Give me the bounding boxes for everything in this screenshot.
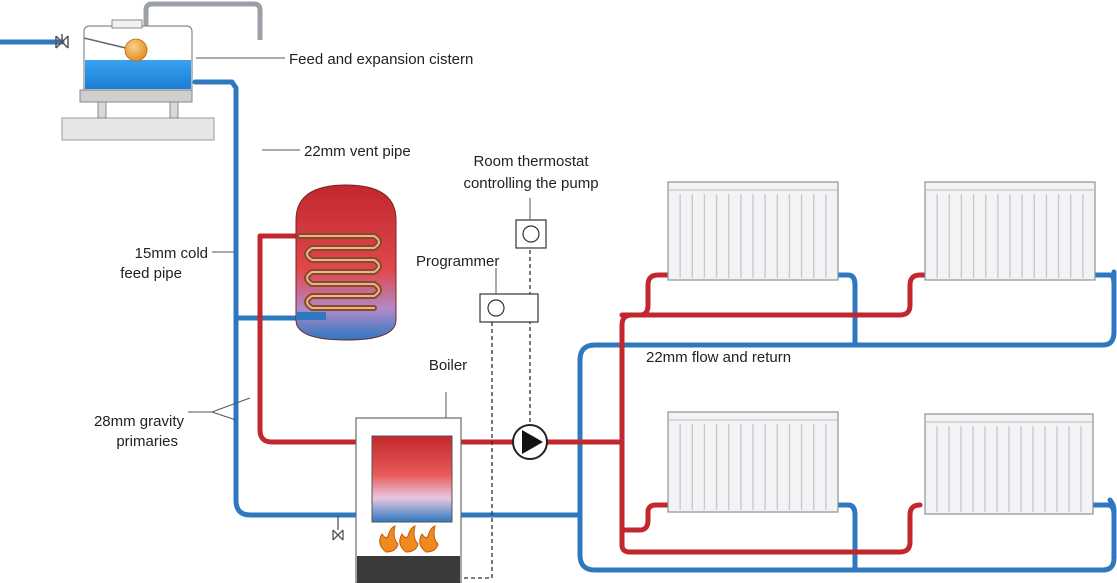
label-cold-feed-line1: 15mm cold	[135, 245, 208, 262]
hot-water-cylinder	[295, 184, 397, 341]
label-gravity-line1: 28mm gravity	[94, 413, 185, 430]
pump[interactable]	[512, 424, 548, 460]
label-programmer: Programmer	[416, 253, 499, 270]
cistern-leg-left	[97, 99, 107, 119]
stop-valve-icon	[55, 34, 69, 49]
cistern-platform	[79, 89, 193, 103]
leader-lines	[188, 57, 531, 421]
return-pipes	[0, 39, 1117, 573]
heat-exchanger	[371, 435, 453, 523]
cistern-leg-right	[169, 99, 179, 119]
label-flow-return: 22mm flow and return	[646, 349, 791, 366]
programmer[interactable]	[479, 293, 539, 323]
programmer-dial-icon	[487, 299, 505, 317]
boiler	[332, 417, 462, 583]
radiator	[667, 411, 839, 513]
control-wiring	[462, 250, 531, 579]
cistern-lid	[111, 19, 143, 29]
label-thermostat-line1: Room thermostat	[473, 153, 589, 170]
drain-valve-icon	[332, 515, 344, 541]
radiator	[667, 181, 839, 281]
label-cold-feed-line2: feed pipe	[120, 265, 182, 282]
pump-arrow-icon	[522, 430, 543, 454]
radiator	[924, 181, 1096, 281]
flow-pipes	[257, 233, 928, 555]
burner-base	[357, 556, 460, 583]
label-boiler: Boiler	[429, 357, 467, 374]
thermostat-dial-icon	[522, 225, 540, 243]
radiator	[924, 413, 1094, 515]
label-cistern: Feed and expansion cistern	[289, 51, 473, 68]
flame-icon	[379, 525, 439, 553]
label-thermostat-line2: controlling the pump	[463, 175, 598, 192]
cistern-base	[61, 117, 215, 141]
label-vent-pipe: 22mm vent pipe	[304, 143, 411, 160]
coil-outlet	[296, 312, 326, 320]
cistern-water	[85, 60, 191, 89]
ball-float	[124, 38, 148, 62]
feed-expansion-cistern	[55, 19, 215, 141]
label-gravity-line2: primaries	[116, 433, 178, 450]
room-thermostat[interactable]	[515, 219, 547, 249]
vent-pipe-loop	[143, 1, 263, 40]
